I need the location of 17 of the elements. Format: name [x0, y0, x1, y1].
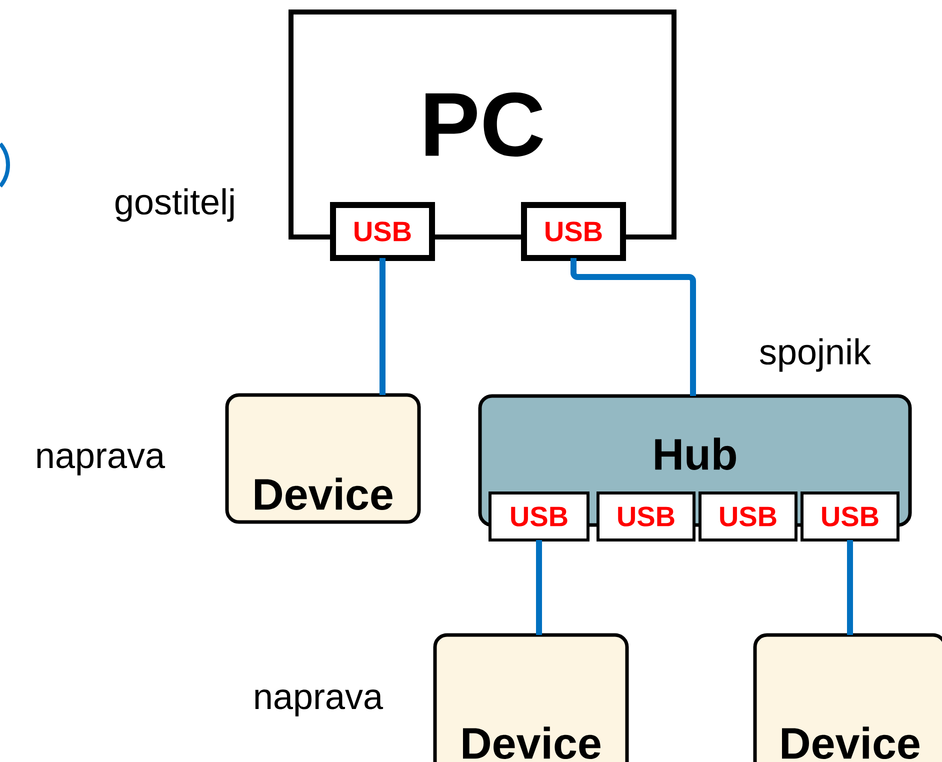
device-box: Device [433, 633, 629, 762]
usb-port: USB [596, 492, 696, 542]
node-caption: gostitelj [115, 188, 234, 222]
cable-line [847, 540, 853, 635]
usb-port: USB [800, 492, 900, 542]
node-caption: naprava [255, 690, 384, 716]
device-box: Device [753, 633, 942, 762]
usb-port: USB [330, 202, 435, 261]
cable-line [536, 540, 542, 635]
cable-line [380, 258, 386, 395]
node-caption: naprava [37, 448, 166, 476]
usb-port: USB [698, 492, 798, 542]
cable-line [570, 258, 696, 396]
usb-port: USB [521, 202, 626, 261]
device-box: Device [225, 393, 421, 524]
usb-port: USB [488, 492, 590, 542]
node-caption: spojnik [760, 338, 872, 372]
